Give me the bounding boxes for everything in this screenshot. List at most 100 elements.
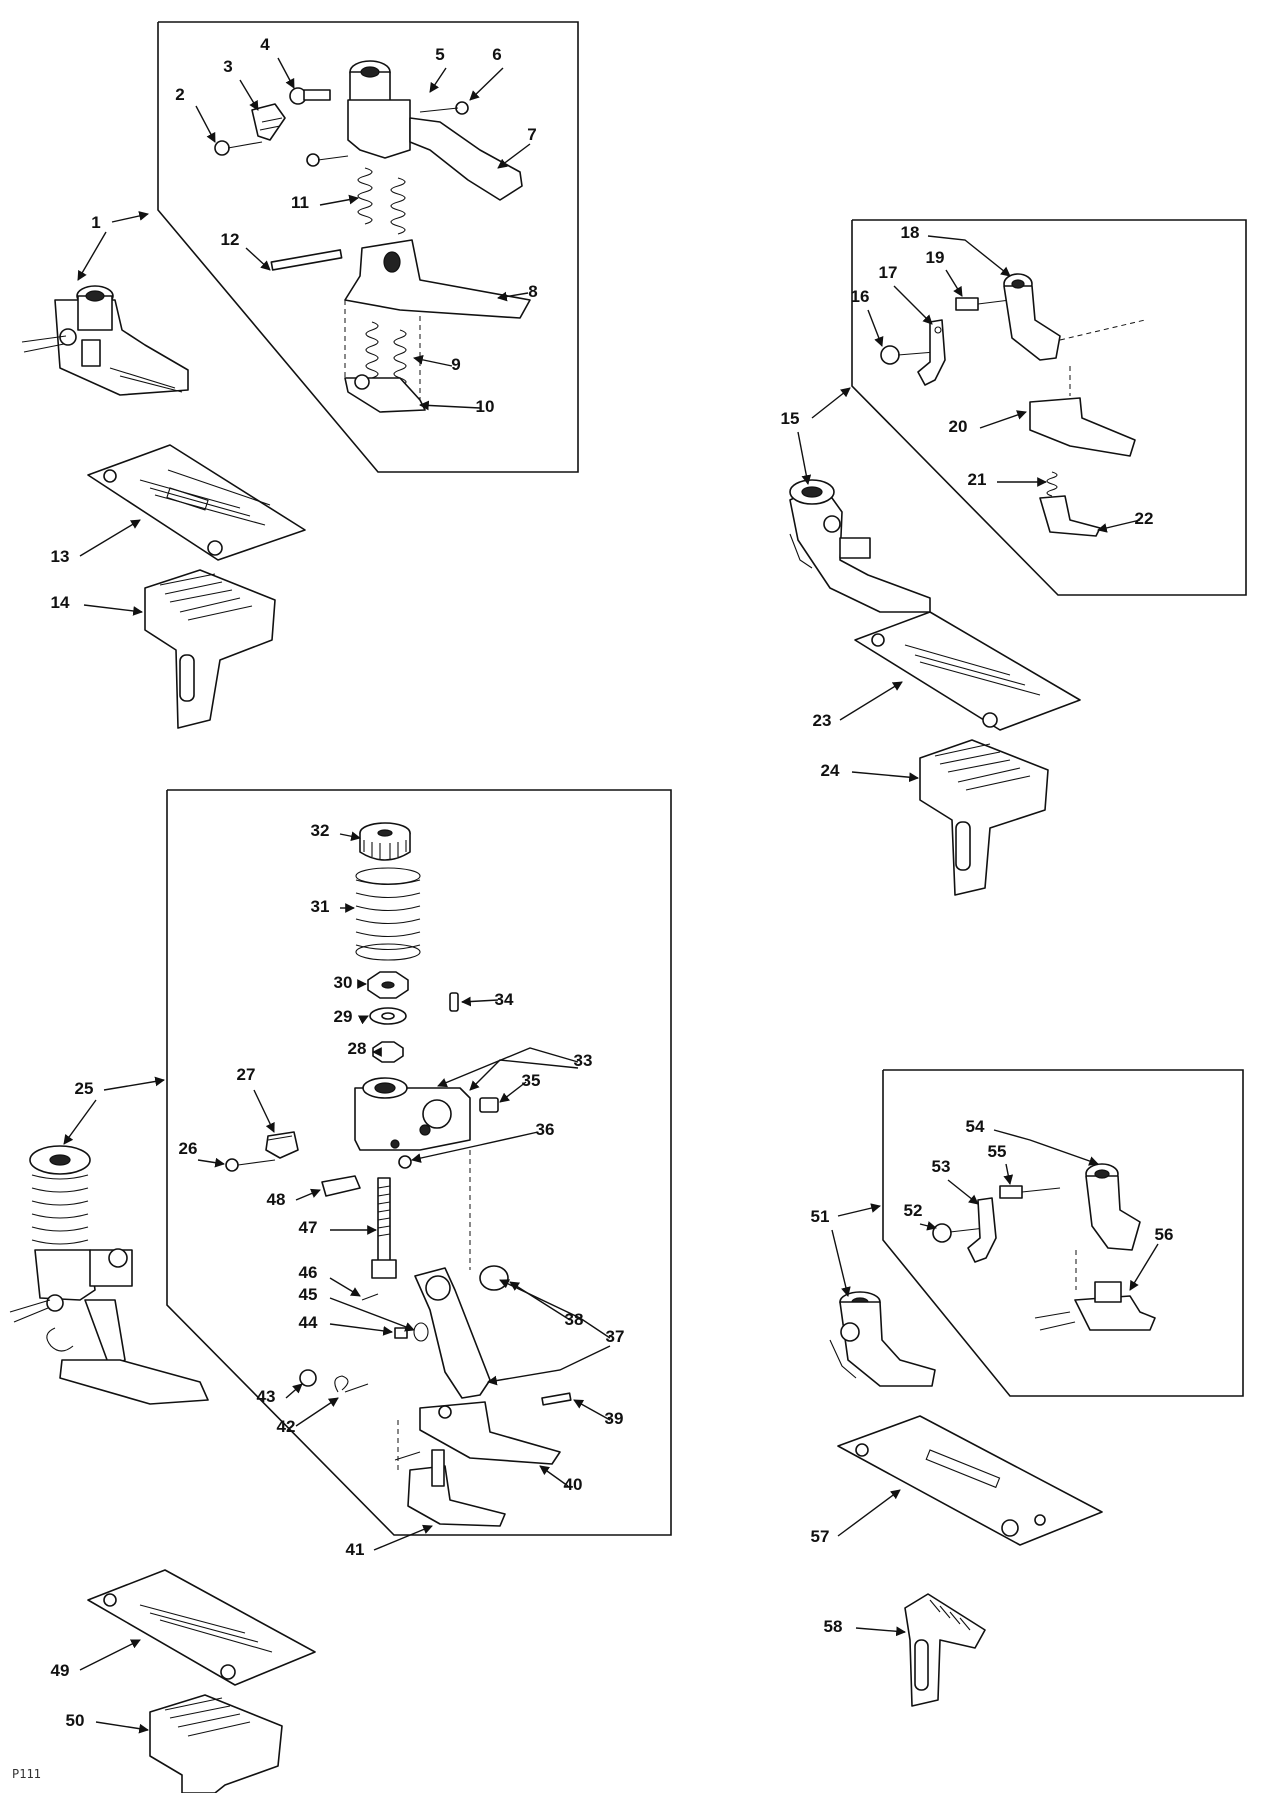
callout-label-18: 18: [901, 223, 920, 242]
callout-leader-27: [253, 1089, 275, 1133]
callout-label-6: 6: [492, 45, 501, 64]
callout-leader-52: [919, 1221, 937, 1231]
callout-label-45: 45: [299, 1285, 318, 1304]
feed-dog-14: [144, 569, 276, 729]
callout-leader-49: [79, 1639, 141, 1671]
callout-leader-42: [295, 1397, 339, 1427]
callout-label-28: 28: [348, 1039, 367, 1058]
callout-leader-56: [1129, 1243, 1159, 1291]
page-code: P111: [12, 1767, 41, 1781]
callout-label-15: 15: [781, 409, 800, 428]
exploded-parts-4: [932, 1163, 1156, 1331]
callout-leader-36: [411, 1131, 539, 1163]
callout-leader-46: [329, 1277, 361, 1297]
callout-leader-6: [469, 67, 504, 101]
exploded-box-1: [157, 21, 579, 473]
assembled-foot-1: [21, 285, 189, 396]
callout-label-41: 41: [346, 1540, 365, 1559]
callout-label-47: 47: [299, 1218, 318, 1237]
callout-leader-7: [497, 143, 531, 169]
needle-plate-57: [837, 1415, 1103, 1546]
callout-leader-32: [339, 831, 361, 842]
callout-label-23: 23: [813, 711, 832, 730]
callout-leader-10: [419, 400, 481, 411]
callout-label-56: 56: [1155, 1225, 1174, 1244]
callout-leader-33: [437, 1047, 579, 1088]
feed-dog-50: [149, 1694, 283, 1793]
needle-plate-23: [854, 611, 1081, 731]
callout-label-52: 52: [904, 1201, 923, 1220]
group-presser-foot-2: [789, 219, 1247, 896]
callout-label-42: 42: [277, 1417, 296, 1436]
callout-label-24: 24: [821, 761, 840, 780]
needle-plate-49: [87, 1569, 316, 1686]
callout-leader-13: [79, 519, 141, 557]
callout-leader-16: [867, 309, 884, 347]
callout-label-13: 13: [51, 547, 70, 566]
group-presser-foot-3: P111: [9, 789, 672, 1793]
feed-dog-58: [904, 1593, 986, 1707]
callout-label-19: 19: [926, 248, 945, 267]
callout-leader-33: [469, 1059, 579, 1091]
callout-leader-25: [63, 1099, 97, 1145]
callout-leader-35: [499, 1081, 527, 1103]
callout-label-30: 30: [334, 973, 353, 992]
callout-leader-44: [329, 1323, 393, 1336]
callout-label-53: 53: [932, 1157, 951, 1176]
feed-dog-24: [919, 739, 1049, 896]
callout-label-14: 14: [51, 593, 70, 612]
callout-leader-58: [855, 1626, 906, 1637]
callout-leader-3: [239, 79, 259, 111]
callout-label-10: 10: [476, 397, 495, 416]
callout-leader-1: [111, 211, 149, 223]
exploded-parts-2: [880, 273, 1146, 537]
callout-label-27: 27: [237, 1065, 256, 1084]
callout-label-44: 44: [299, 1313, 318, 1332]
callout-leader-40: [539, 1465, 569, 1487]
callout-leader-4: [277, 57, 295, 89]
callout-label-33: 33: [574, 1051, 593, 1070]
callout-label-20: 20: [949, 417, 968, 436]
callout-leader-25: [103, 1076, 165, 1091]
callout-label-25: 25: [75, 1079, 94, 1098]
callout-label-9: 9: [451, 355, 460, 374]
callout-label-46: 46: [299, 1263, 318, 1282]
callout-leader-17: [893, 285, 933, 325]
callout-label-32: 32: [311, 821, 330, 840]
exploded-parts-3: [225, 822, 572, 1527]
callout-label-31: 31: [311, 897, 330, 916]
callout-label-12: 12: [221, 230, 240, 249]
callout-label-39: 39: [605, 1409, 624, 1428]
callout-leader-23: [839, 681, 903, 721]
callout-label-48: 48: [267, 1190, 286, 1209]
callout-label-21: 21: [968, 470, 987, 489]
callout-label-29: 29: [334, 1007, 353, 1026]
callout-label-11: 11: [291, 193, 309, 212]
callout-label-37: 37: [606, 1327, 625, 1346]
callout-label-1: 1: [91, 213, 100, 232]
callout-label-3: 3: [223, 57, 232, 76]
callout-leader-54: [993, 1129, 1099, 1166]
callout-leader-29: [357, 1015, 369, 1025]
group-presser-foot-1: [21, 21, 579, 729]
callout-leader-51: [831, 1229, 851, 1297]
callout-leader-51: [837, 1203, 881, 1217]
callout-leader-38: [509, 1281, 571, 1321]
callout-leader-8: [497, 291, 529, 302]
needle-plate-13: [87, 444, 306, 561]
callout-leader-57: [837, 1489, 901, 1537]
callout-label-57: 57: [811, 1527, 830, 1546]
callout-label-22: 22: [1135, 509, 1154, 528]
callout-leader-45: [329, 1297, 415, 1332]
callout-leader-9: [413, 355, 453, 367]
callout-label-4: 4: [260, 35, 270, 54]
callout-label-54: 54: [966, 1117, 985, 1136]
callout-label-43: 43: [257, 1387, 276, 1406]
callout-leader-1: [77, 231, 107, 281]
callout-label-38: 38: [565, 1310, 584, 1329]
callout-label-35: 35: [522, 1071, 541, 1090]
callout-leader-55: [1003, 1163, 1014, 1185]
exploded-box-2: [851, 219, 1247, 596]
